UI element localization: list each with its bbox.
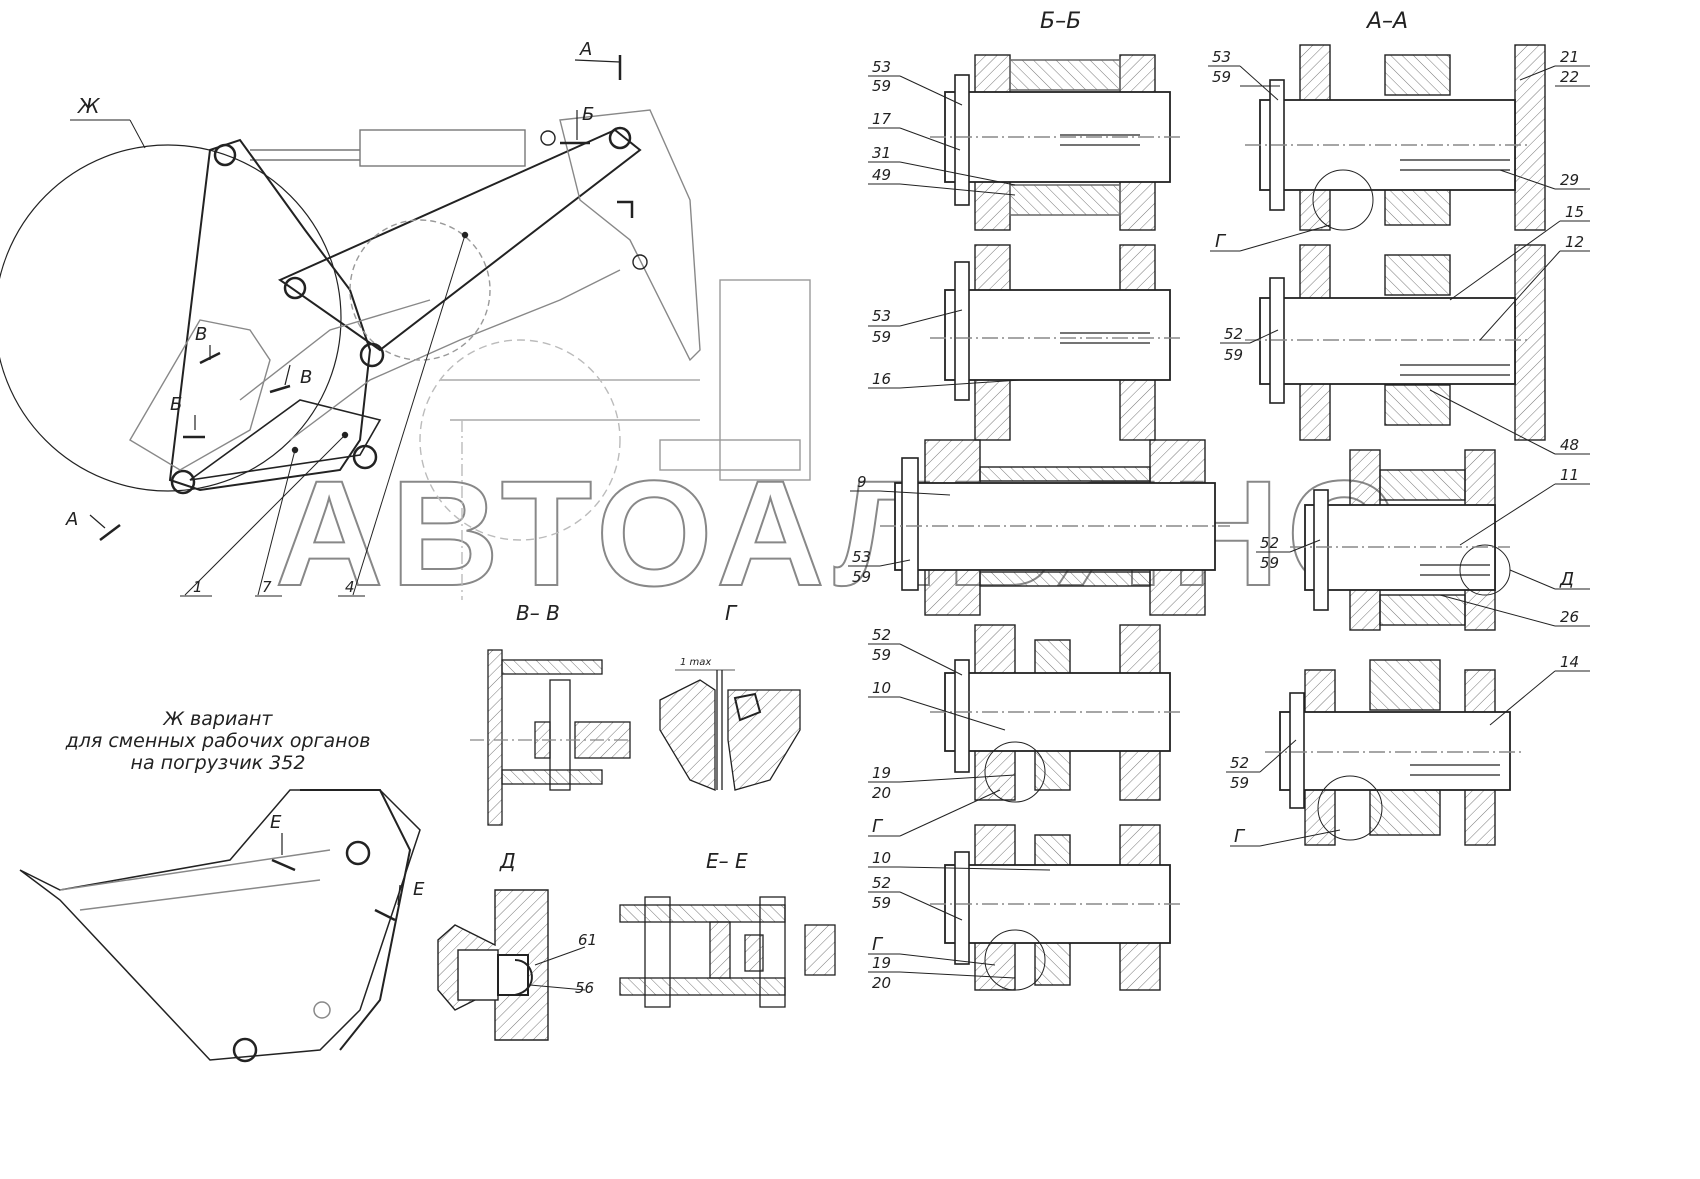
part-label-56: 56 bbox=[575, 979, 594, 997]
part-label: 53 bbox=[1212, 48, 1231, 66]
view-mark-zh: Ж bbox=[76, 94, 101, 118]
variant-bucket-view bbox=[19, 789, 421, 1063]
part-label: 19 bbox=[872, 764, 891, 782]
part-label: 59 bbox=[1260, 554, 1279, 572]
part-label: 17 bbox=[872, 110, 892, 128]
view-mark-g-low1: Г bbox=[872, 816, 884, 837]
part-label: 52 bbox=[1260, 534, 1279, 552]
variant-note-line3: на погрузчик 352 bbox=[131, 752, 306, 774]
section-title-g: Г bbox=[725, 601, 738, 625]
view-mark-e-left: Е bbox=[270, 812, 282, 833]
pin-assembly-low1 bbox=[930, 624, 1180, 803]
view-mark-a-bottom: А bbox=[65, 509, 78, 530]
part-label: 52 bbox=[872, 626, 891, 644]
callout-1: 1 bbox=[193, 578, 203, 596]
part-label: 52 bbox=[1230, 754, 1249, 772]
part-label: 11 bbox=[1560, 466, 1579, 484]
part-label: 59 bbox=[852, 568, 871, 586]
pin-assembly-aa2 bbox=[1245, 244, 1546, 441]
section-vv-drawing bbox=[470, 649, 631, 826]
detail-g-drawing bbox=[659, 669, 801, 791]
section-title-bb: Б–Б bbox=[1040, 9, 1081, 34]
pin-assembly-aa1 bbox=[1245, 44, 1546, 231]
part-label: 52 bbox=[1224, 325, 1243, 343]
part-label: 59 bbox=[872, 894, 891, 912]
view-mark-v-right: В bbox=[300, 367, 312, 388]
section-title-vv: В– В bbox=[516, 601, 560, 625]
part-label: 14 bbox=[1560, 653, 1579, 671]
part-label: 10 bbox=[872, 849, 891, 867]
pin-assembly-aa4 bbox=[1265, 659, 1525, 846]
pin-assembly-mid bbox=[880, 439, 1230, 616]
part-label: 59 bbox=[872, 646, 891, 664]
watermark: АВТОАЛЬЯНС bbox=[275, 449, 1395, 617]
part-label: 59 bbox=[872, 77, 891, 95]
part-label: 26 bbox=[1560, 608, 1579, 626]
view-mark-g-aa1: Г bbox=[1215, 231, 1227, 252]
view-mark-d-aa3: Д bbox=[1559, 569, 1574, 590]
part-label: 29 bbox=[1560, 171, 1579, 189]
pin-assembly-aa3 bbox=[1290, 449, 1511, 631]
part-label: 53 bbox=[872, 307, 891, 325]
view-mark-g-low2: Г bbox=[872, 934, 884, 955]
part-label: 53 bbox=[852, 548, 871, 566]
view-mark-a-top: А bbox=[579, 39, 592, 60]
view-mark-b-left: Б bbox=[170, 394, 182, 415]
part-label: 53 bbox=[872, 58, 891, 76]
view-mark-v-left: В bbox=[195, 324, 207, 345]
part-label: 48 bbox=[1560, 436, 1579, 454]
variant-note-line2: для сменных рабочих органов bbox=[65, 730, 371, 752]
part-label: 49 bbox=[872, 166, 891, 184]
section-title-ee: Е– Е bbox=[706, 849, 748, 873]
loader-main-view bbox=[0, 55, 811, 600]
part-label: 19 bbox=[872, 954, 891, 972]
pin-assembly-low2 bbox=[930, 824, 1180, 991]
variant-note-line1: Ж вариант bbox=[163, 708, 274, 730]
pin-assembly-bb2 bbox=[930, 244, 1180, 441]
part-label: 22 bbox=[1560, 68, 1579, 86]
part-label: 16 bbox=[872, 370, 891, 388]
callout-4: 4 bbox=[345, 578, 355, 596]
pin-assembly-bb1 bbox=[930, 54, 1180, 231]
view-mark-b-top: Б bbox=[582, 104, 594, 125]
part-label: 20 bbox=[872, 784, 891, 802]
part-label: 9 bbox=[857, 473, 867, 491]
part-labels: 53 59 17 31 49 53 59 16 9 53 59 52 59 10… bbox=[852, 48, 1584, 992]
part-label: 59 bbox=[1212, 68, 1231, 86]
part-label: 15 bbox=[1565, 203, 1584, 221]
part-label: 12 bbox=[1565, 233, 1584, 251]
section-ee-drawing bbox=[619, 896, 836, 1008]
detail-d-drawing bbox=[437, 889, 586, 1041]
part-label: 59 bbox=[872, 328, 891, 346]
part-label-61: 61 bbox=[578, 931, 597, 949]
view-mark-e-right: Е bbox=[413, 879, 425, 900]
view-mark-g-aa4: Г bbox=[1234, 826, 1246, 847]
callout-7: 7 bbox=[262, 578, 272, 596]
part-label: 59 bbox=[1224, 346, 1243, 364]
leader-lines bbox=[848, 65, 1590, 979]
dimension-note: 1 max bbox=[680, 657, 711, 668]
section-title-d: Д bbox=[499, 849, 516, 873]
part-label: 20 bbox=[872, 974, 891, 992]
part-label: 52 bbox=[872, 874, 891, 892]
part-label: 21 bbox=[1560, 48, 1579, 66]
part-label: 59 bbox=[1230, 774, 1249, 792]
part-label: 31 bbox=[872, 144, 891, 162]
section-title-aa: А–А bbox=[1365, 9, 1408, 34]
part-label: 10 bbox=[872, 679, 891, 697]
